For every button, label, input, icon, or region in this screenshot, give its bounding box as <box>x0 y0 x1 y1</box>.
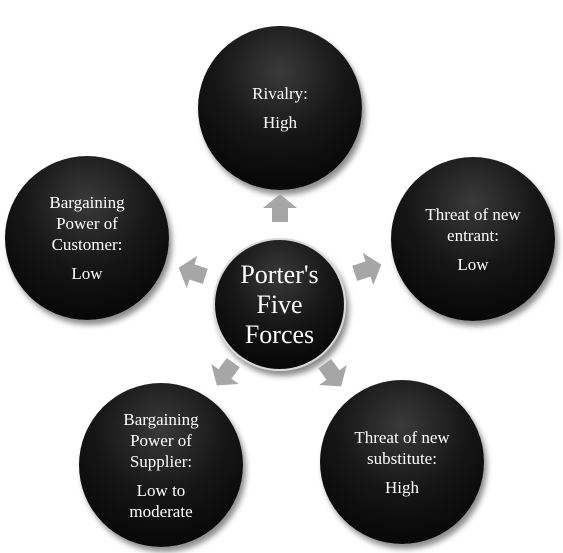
substitute-level: High <box>385 477 419 497</box>
center-label-line-3: Forces <box>244 319 315 349</box>
arrow-to-customer <box>172 250 212 294</box>
arrow-to-rivalry <box>262 193 298 223</box>
arrow-to-substitute <box>310 352 357 397</box>
customer-label-line-1: Bargaining <box>49 193 125 212</box>
arrow-icon <box>263 194 297 222</box>
new-entrant-level: Low <box>457 254 489 274</box>
customer-level: Low <box>71 264 103 283</box>
rivalry-label: Rivalry: <box>252 84 308 103</box>
center-node: Porter's Five Forces <box>213 238 346 371</box>
arrow-icon <box>211 357 240 386</box>
customer-label-line-3: Customer: <box>51 235 123 254</box>
supplier-level-line-1: Low to <box>136 480 186 500</box>
arrow-icon <box>352 252 382 286</box>
customer-node: Bargaining Power of Customer: Low <box>5 156 169 320</box>
arrow-icon <box>318 358 347 387</box>
supplier-label-line-1: Bargaining <box>123 409 199 429</box>
arrow-to-new-entrant <box>348 247 388 291</box>
supplier-label-line-3: Supplier: <box>129 451 193 471</box>
supplier-label-line-2: Power of <box>130 430 192 450</box>
supplier-node: Bargaining Power of Supplier: Low to mod… <box>79 383 243 547</box>
rivalry-level: High <box>263 113 297 132</box>
new-entrant-node: Threat of new entrant: Low <box>391 157 555 321</box>
rivalry-node: Rivalry: High <box>198 26 362 190</box>
arrow-to-supplier <box>202 351 249 396</box>
center-label-line-2: Five <box>256 289 303 319</box>
substitute-node: Threat of new substitute: High <box>320 380 484 544</box>
new-entrant-label-line-2: entrant: <box>447 225 499 245</box>
supplier-level-line-2: moderate <box>129 501 193 521</box>
center-label-line-1: Porter's <box>240 259 319 289</box>
substitute-label-line-1: Threat of new <box>354 427 450 447</box>
new-entrant-label-line-1: Threat of new <box>425 204 521 224</box>
substitute-label-line-2: substitute: <box>367 448 437 468</box>
customer-label-line-2: Power of <box>56 214 118 233</box>
arrow-icon <box>178 255 208 289</box>
